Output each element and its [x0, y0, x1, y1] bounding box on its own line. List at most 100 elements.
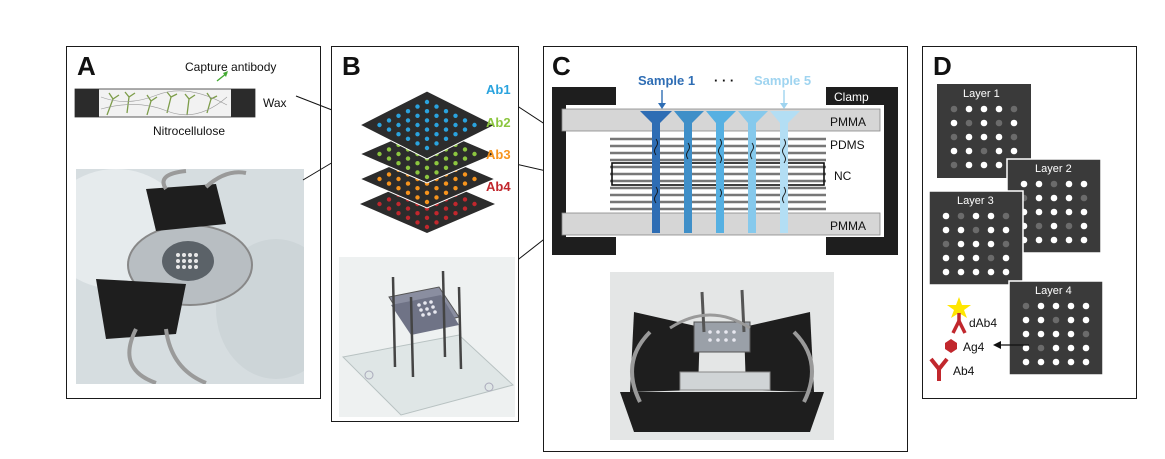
layer-4-label: Layer 4 [1035, 285, 1072, 297]
antibody-spot [443, 127, 449, 132]
antibody-spot [443, 136, 449, 141]
layer-ab1 [358, 90, 497, 160]
antibody-spot [434, 141, 439, 146]
bright-spot [1067, 316, 1075, 324]
antibody-spot [415, 161, 420, 166]
sample-ellipsis: · · · [714, 73, 734, 88]
antibody-spot [405, 127, 411, 132]
antibody-spot [415, 211, 420, 216]
bright-spot [1050, 222, 1058, 230]
sample-5-arrowhead [780, 103, 788, 109]
antibody-spot [462, 118, 468, 123]
antibody-spot [453, 161, 458, 166]
antibody-spot [434, 104, 439, 109]
bright-spot [1035, 194, 1043, 202]
bright-spot [1035, 208, 1043, 216]
wax-right [231, 89, 255, 117]
nitrocellulose-label: Nitrocellulose [153, 124, 225, 138]
panel-a: A Capture antibody Wax Nitrocellulose [66, 46, 321, 399]
bright-spot [987, 240, 995, 248]
antibody-spot [434, 211, 439, 216]
capture-antibody-label: Capture antibody [185, 60, 276, 74]
sample-channels [640, 111, 800, 233]
bright-spot [1080, 180, 1088, 188]
antibody-spot [453, 132, 458, 137]
bright-spot [987, 226, 995, 234]
panel-b-label: B [342, 51, 361, 81]
dim-spot [1050, 180, 1058, 188]
bright-spot [1037, 316, 1045, 324]
layer-4-pad [1008, 280, 1104, 376]
bright-spot [942, 268, 950, 276]
ab4-label: Ab4 [486, 179, 511, 194]
bright-spot [995, 105, 1003, 113]
label-star-icon [947, 297, 971, 318]
layer-3-pad [928, 190, 1024, 286]
layer-readout-diagram: Layer 1 Layer 2 Layer 3 Layer 4 dAb4 Ag4… [928, 84, 1104, 381]
antibody-spot [377, 176, 382, 182]
antibody-spot [415, 186, 420, 191]
antibody-spot [377, 122, 382, 128]
antibody-spot [424, 215, 430, 220]
bright-spot [957, 268, 965, 276]
layer-3-label: Layer 3 [957, 195, 994, 207]
antibody-spot [434, 220, 439, 225]
bright-spot [980, 119, 988, 127]
panel-b: B Ab1 Ab2 Ab3 Ab4 [331, 46, 519, 422]
antibody-spot [386, 127, 392, 132]
bright-spot [1082, 316, 1090, 324]
dim-spot [1022, 302, 1030, 310]
pmma-top-label: PMMA [830, 115, 866, 129]
antibody-spot [434, 186, 439, 191]
pdms-label: PDMS [830, 138, 865, 152]
bright-spot [1065, 236, 1073, 244]
antibody-spot [443, 165, 449, 170]
antibody-spot [462, 206, 468, 211]
bright-spot [1082, 344, 1090, 352]
antibody-spot [386, 206, 392, 211]
bright-spot [1037, 358, 1045, 366]
bright-spot [980, 161, 988, 169]
antibody-spot [453, 201, 458, 207]
antibody-spot [453, 186, 458, 191]
dim-spot [950, 133, 958, 141]
nc-label: NC [834, 169, 852, 183]
dim-spot [1035, 222, 1043, 230]
bright-spot [957, 226, 965, 234]
antibody-spot [443, 109, 449, 114]
antibody-spot [415, 113, 420, 119]
bright-spot [1035, 180, 1043, 188]
antibody-spot [386, 172, 392, 177]
antibody-spot [424, 224, 430, 230]
dim-spot [972, 226, 980, 234]
bright-spot [1067, 302, 1075, 310]
nitrocellulose-strip [74, 88, 256, 118]
bright-spot [1052, 302, 1060, 310]
antibody-spot [415, 132, 420, 137]
antibody-spot [405, 109, 411, 114]
bright-spot [1082, 358, 1090, 366]
antibody-spot [453, 151, 458, 157]
panel-c: C Clamp PMMA PMMA PDMS NC [543, 46, 908, 452]
layer-2-label: Layer 2 [1035, 163, 1072, 175]
capture-antibody-arrowhead [223, 71, 228, 77]
antibody-spot [386, 197, 392, 202]
antibody-spot [453, 211, 458, 216]
bright-spot [987, 268, 995, 276]
bright-spot [1050, 208, 1058, 216]
dim-spot [1080, 194, 1088, 202]
antibody-spot [396, 113, 401, 119]
antibody-spot [415, 195, 420, 200]
antibody-spot [424, 136, 430, 141]
bright-spot [942, 254, 950, 262]
ab1-label: Ab1 [486, 82, 511, 97]
antibody-spot [415, 141, 420, 146]
ab4-label: Ab4 [953, 364, 975, 378]
nitrocellulose-strip-diagram: Capture antibody Wax Nitrocellulose [74, 60, 287, 138]
antibody-spot [424, 109, 430, 114]
antibody-spot [424, 199, 430, 205]
sample-1-arrowhead [658, 103, 666, 109]
antibody-spot [472, 151, 477, 157]
bright-spot [1052, 330, 1060, 338]
antibody-spot [377, 151, 382, 157]
